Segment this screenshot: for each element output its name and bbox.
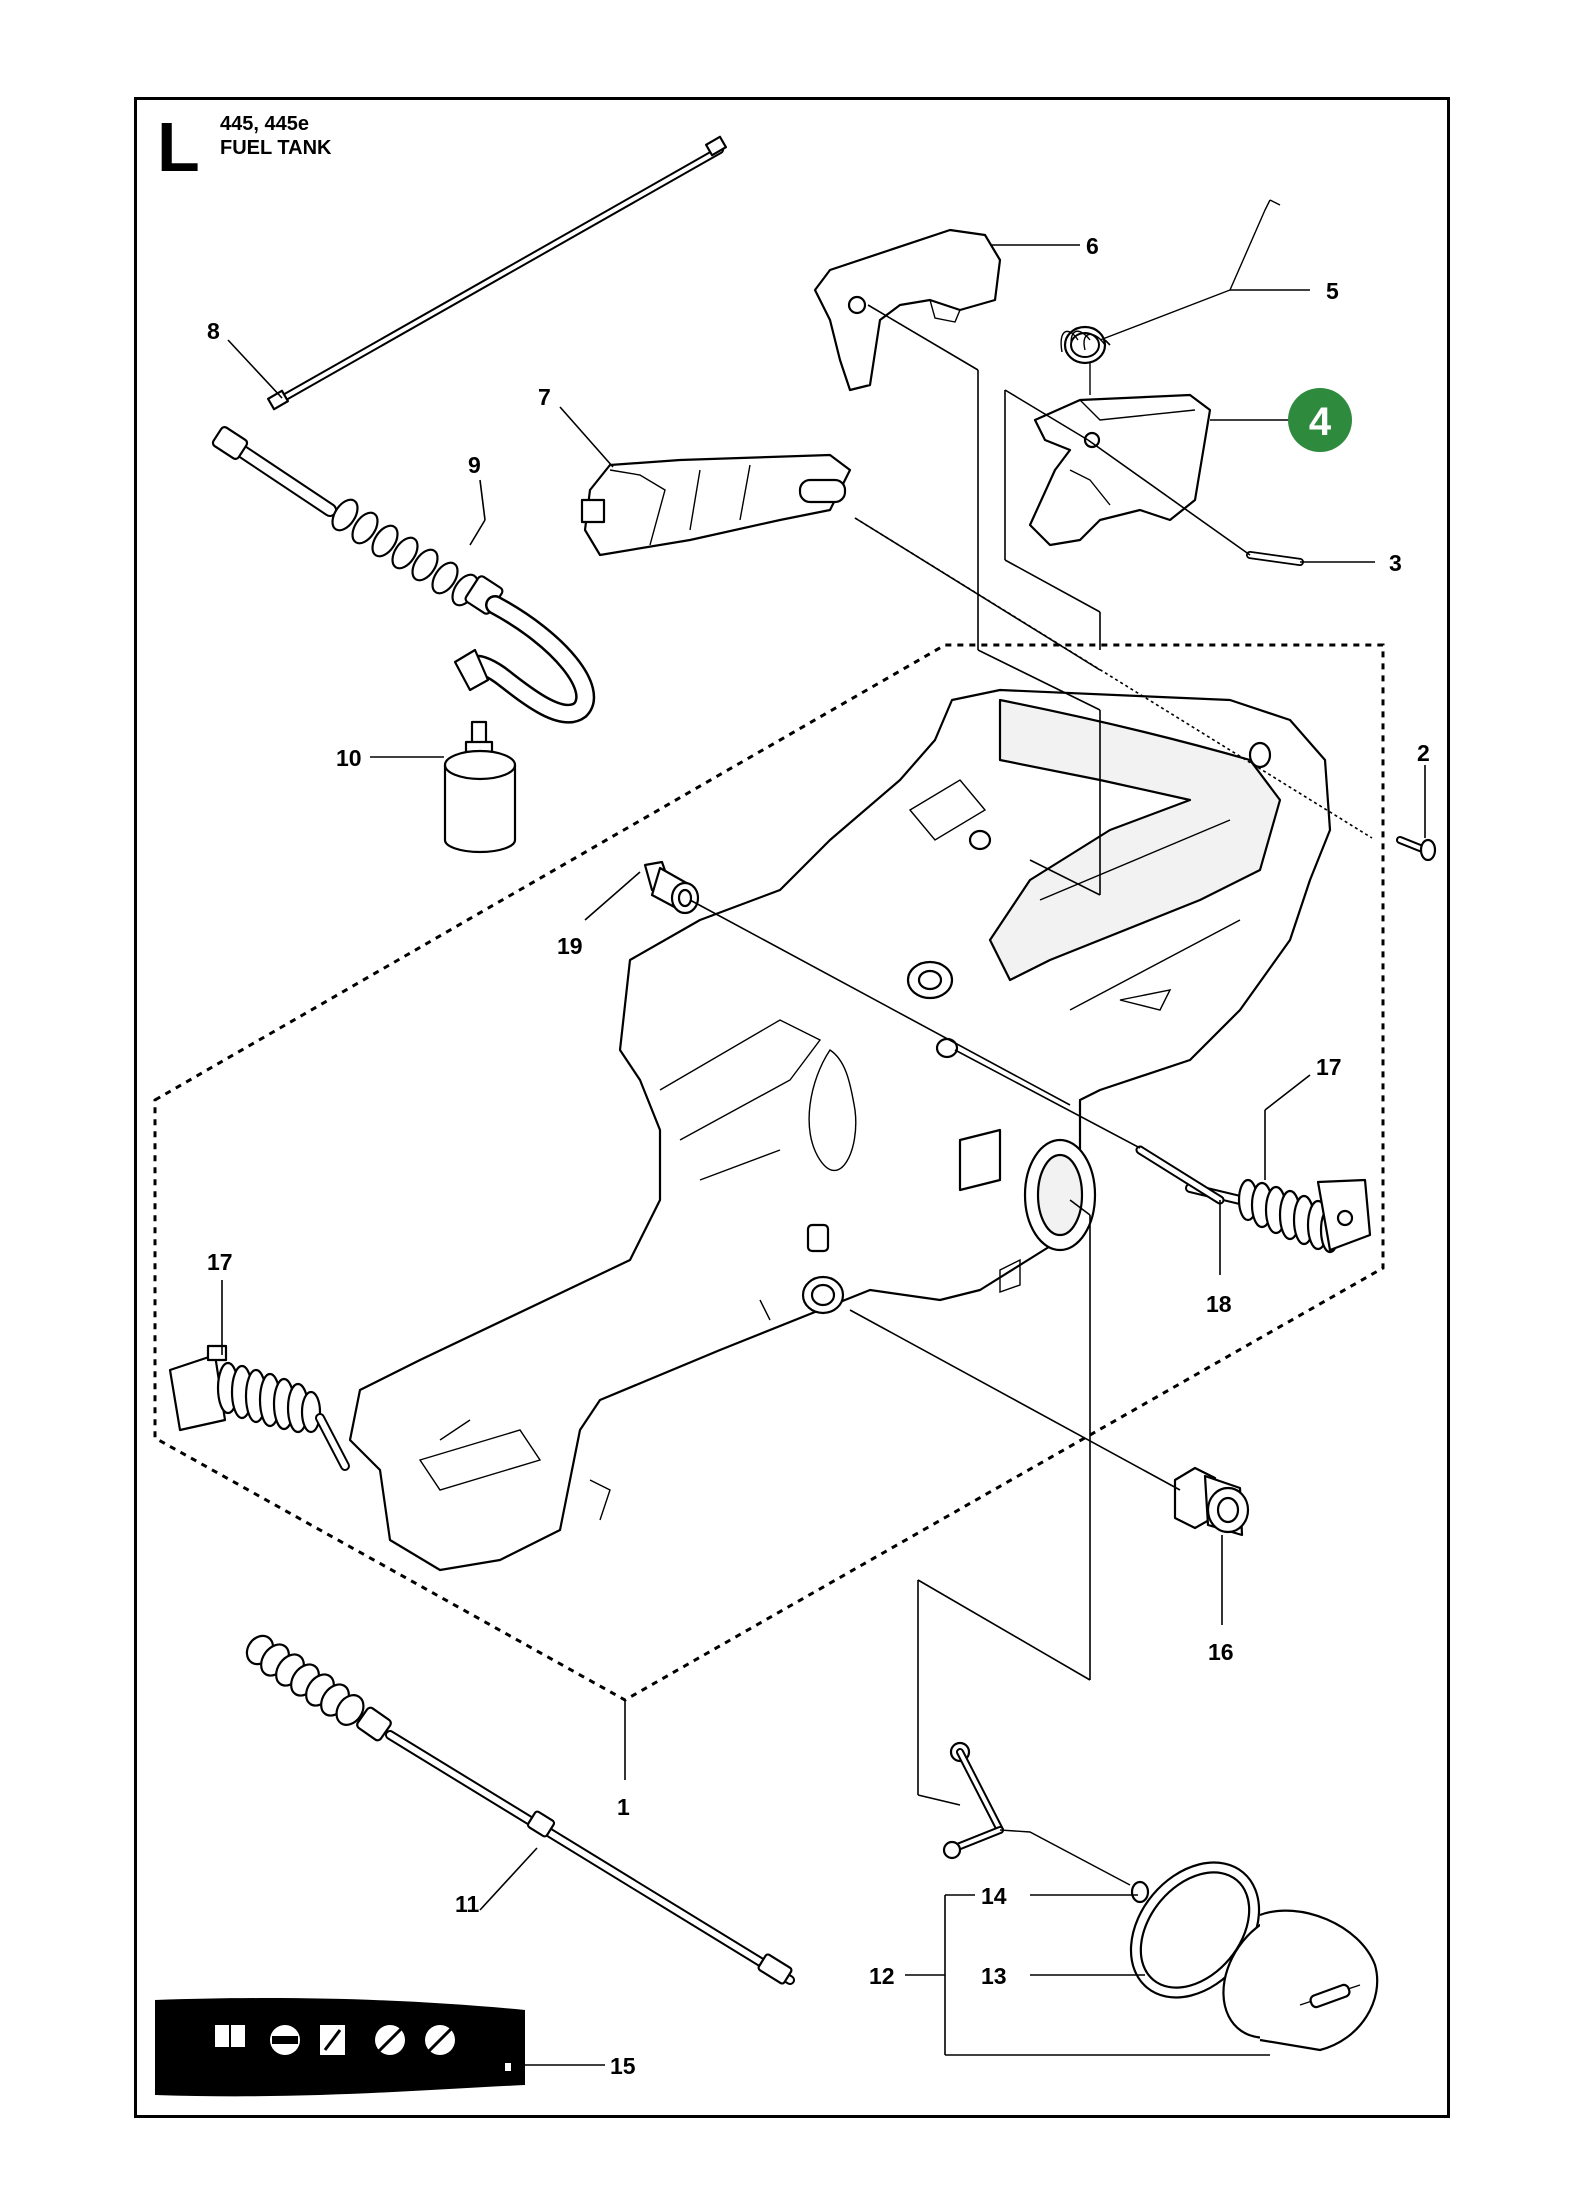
leader-lines bbox=[221, 244, 1426, 2066]
callout-16: 16 bbox=[1208, 1639, 1234, 1665]
part-3-pin bbox=[1246, 551, 1304, 566]
part-4-throttle-trigger bbox=[1028, 393, 1212, 547]
callout-9: 9 bbox=[468, 452, 481, 478]
callout-17-left: 17 bbox=[207, 1249, 233, 1275]
part-11-fuel-hose bbox=[245, 1634, 795, 1985]
part-19-bushing bbox=[643, 860, 700, 915]
callout-2: 2 bbox=[1417, 740, 1430, 766]
model-numbers: 445, 445e bbox=[220, 113, 309, 135]
part-14-retainer bbox=[942, 1741, 1150, 1904]
callout-19: 19 bbox=[557, 933, 583, 959]
part-12-fuel-cap bbox=[1222, 1909, 1379, 2052]
section-letter: L bbox=[157, 108, 200, 186]
highlight-label: 4 bbox=[1309, 400, 1332, 444]
part-9-fuel-hose bbox=[211, 426, 596, 724]
callout-17-right: 17 bbox=[1316, 1054, 1342, 1080]
part-5-spring bbox=[1060, 199, 1281, 395]
part-7-handle-insert bbox=[580, 453, 852, 557]
callout-11: 11 bbox=[455, 1891, 480, 1917]
part-16-fuel-neck bbox=[1173, 1466, 1250, 1537]
part-2-screw bbox=[1396, 836, 1437, 862]
callout-13: 13 bbox=[981, 1963, 1007, 1989]
callout-5: 5 bbox=[1326, 278, 1339, 304]
part-17-av-spring-right bbox=[1185, 1178, 1372, 1254]
diagram-frame bbox=[134, 97, 1450, 2118]
callout-labels: 8 9 10 7 6 5 3 2 19 17 18 17 16 1 11 14 … bbox=[207, 233, 1430, 2079]
part-6-cover bbox=[813, 228, 1002, 392]
callout-8: 8 bbox=[207, 318, 220, 344]
assembly-boundary bbox=[153, 643, 1385, 1702]
callout-10: 10 bbox=[336, 745, 362, 771]
callout-6: 6 bbox=[1086, 233, 1099, 259]
diagram-title: FUEL TANK bbox=[220, 137, 332, 159]
highlight-circle bbox=[1288, 388, 1352, 452]
callout-4-highlight: 4 bbox=[1288, 388, 1352, 452]
callout-15: 15 bbox=[610, 2053, 636, 2079]
part-8-throttle-rod bbox=[266, 135, 728, 411]
callout-14: 14 bbox=[981, 1883, 1007, 1909]
callout-7: 7 bbox=[538, 384, 551, 410]
part-1-fuel-tank-assembly bbox=[348, 688, 1332, 1572]
callout-12: 12 bbox=[869, 1963, 895, 1989]
part-17-av-spring-left bbox=[168, 1344, 350, 1471]
part-18-pin bbox=[1135, 1145, 1225, 1205]
part-10-fuel-filter bbox=[443, 720, 517, 854]
callout-1: 1 bbox=[617, 1794, 630, 1820]
part-13-seal bbox=[1129, 1861, 1261, 1999]
callout-3: 3 bbox=[1389, 550, 1402, 576]
part-15-warning-decal bbox=[155, 1998, 525, 2097]
callout-18: 18 bbox=[1206, 1291, 1232, 1317]
